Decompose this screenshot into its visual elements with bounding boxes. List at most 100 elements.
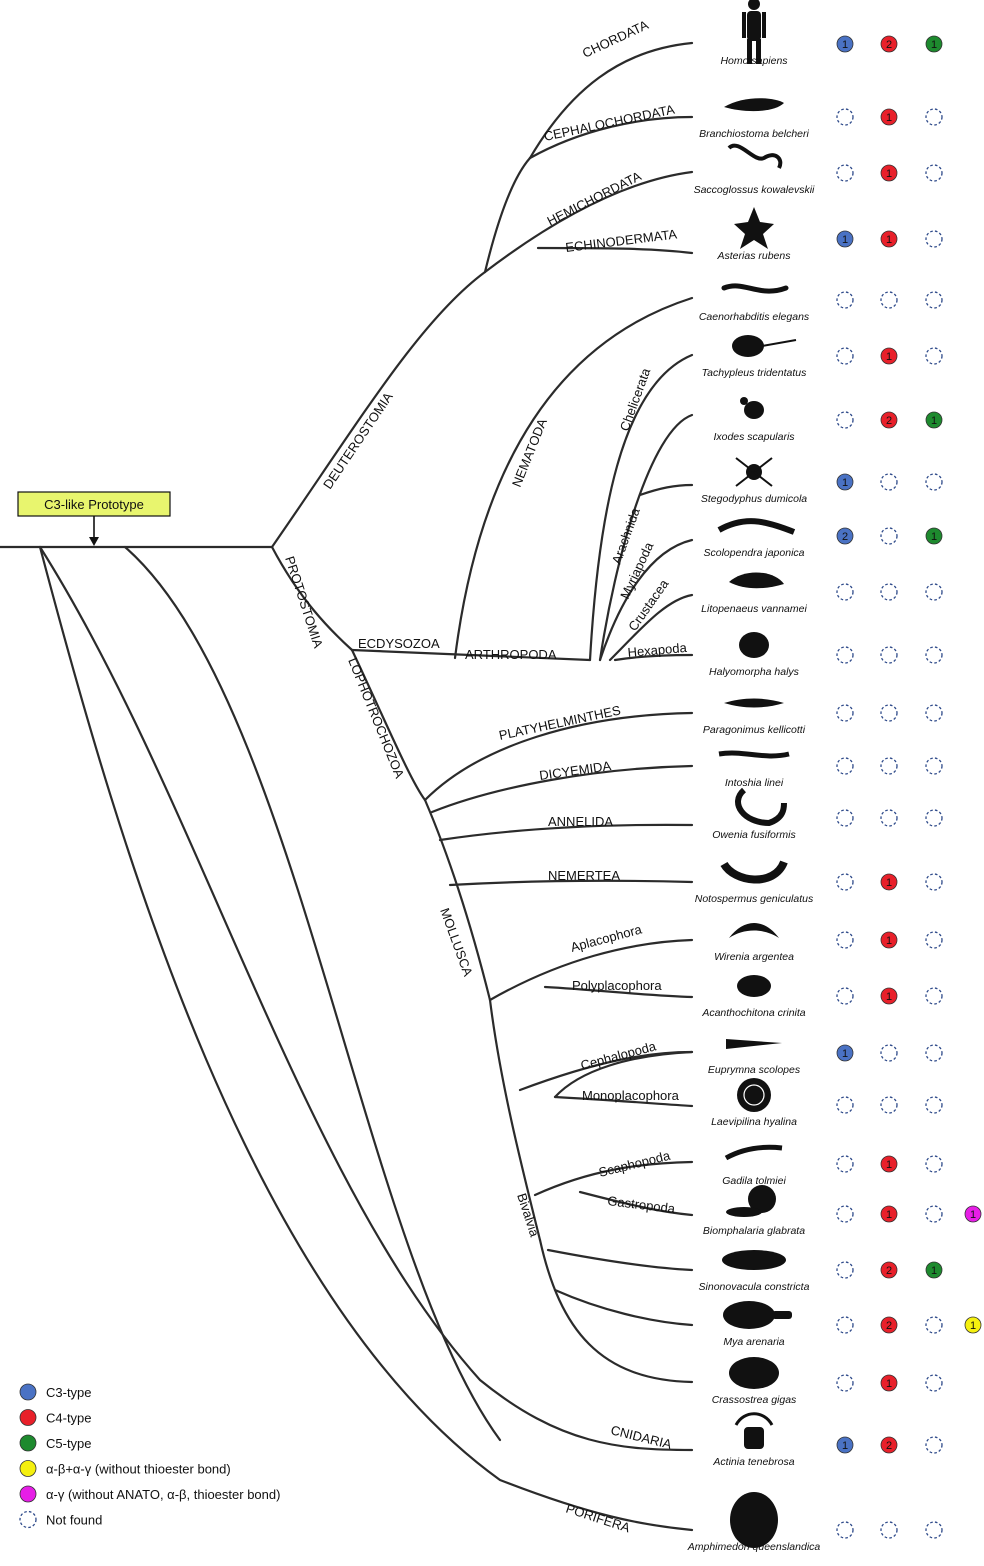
porifera-branch: [123, 545, 502, 1442]
marker-c5-row-21-value: 1: [931, 1265, 937, 1277]
deuterostomia-branch: [270, 270, 487, 549]
clade-label-polyplacophora: Polyplacophora: [572, 978, 662, 993]
organism-silhouette-1: [724, 98, 784, 112]
myriapoda-branch: [598, 538, 694, 662]
clade-label-hexapoda: Hexapoda: [627, 640, 688, 660]
legend-swatch-a-g: [19, 1485, 37, 1503]
organism-silhouette-4: [721, 283, 789, 294]
marker-c5-row-24: [925, 1436, 943, 1454]
species-name-24: Actinia tenebrosa: [712, 1456, 794, 1468]
clade-label-platyhelminthes: PLATYHELMINTHES: [498, 702, 623, 743]
clade-label-protostomia: PROTOSTOMIA: [282, 554, 326, 650]
marker-c3-row-4: [836, 291, 854, 309]
marker-c5-row-9: [925, 583, 943, 601]
species-name-3: Asterias rubens: [717, 250, 792, 262]
species-name-12: Intoshia linei: [725, 777, 784, 789]
species-name-17: Euprymna scolopes: [708, 1064, 801, 1076]
marker-c3-row-20: [836, 1205, 854, 1223]
species-name-19: Gadila tolmiei: [722, 1175, 786, 1187]
mollusca-lower: [488, 998, 542, 1242]
organism-silhouette-23: [729, 1357, 779, 1389]
species-name-18: Laevipilina hyalina: [711, 1116, 797, 1128]
organism-silhouette-0: [742, 0, 766, 64]
marker-c5-row-18: [925, 1096, 943, 1114]
marker-c4-row-4: [880, 291, 898, 309]
marker-c4-row-1-value: 1: [886, 112, 892, 124]
marker-c5-row-25: [925, 1521, 943, 1539]
marker-c4-row-22-value: 2: [886, 1320, 892, 1332]
legend-swatch-c3: [19, 1383, 37, 1401]
marker-c3-row-21: [836, 1261, 854, 1279]
marker-c5-row-16: [925, 987, 943, 1005]
monoplacophora-branch: [553, 1095, 694, 1108]
species-name-2: Saccoglossus kowalevskii: [694, 184, 815, 196]
prototype-box: [17, 491, 171, 517]
species-name-20: Biomphalaria glabrata: [703, 1225, 805, 1237]
ecdysozoa-branch: [350, 648, 592, 662]
species-name-16: Acanthochitona crinita: [701, 1007, 805, 1019]
marker-c4-row-2-value: 1: [886, 168, 892, 180]
mollusca-branch: [423, 798, 492, 1002]
porifera-tip: [38, 545, 694, 1532]
deut-to-chordata: [483, 156, 532, 274]
marker-c4-row-23-value: 1: [886, 1378, 892, 1390]
organism-silhouette-2: [727, 143, 783, 169]
marker-c3-row-10: [836, 646, 854, 664]
marker-c5-row-2: [925, 164, 943, 182]
marker-c4-row-19: [880, 1155, 898, 1173]
organism-silhouette-16: [737, 975, 771, 997]
marker-c3-row-19: [836, 1155, 854, 1173]
marker-c4-row-16: [880, 987, 898, 1005]
species-name-10: Halyomorpha halys: [709, 666, 800, 678]
marker-c4-row-18: [880, 1096, 898, 1114]
marker-c4-row-15-value: 1: [886, 935, 892, 947]
marker-c5-row-21: [925, 1261, 943, 1279]
species-name-14: Notospermus geniculatus: [695, 893, 814, 905]
lophotrochozoa-branch: [350, 648, 427, 802]
clade-label-hemichordata: HEMICHORDATA: [545, 168, 644, 229]
species-name-15: Wirenia argentea: [714, 951, 794, 963]
clade-label-nemertea: NEMERTEA: [548, 868, 620, 883]
marker-c3-row-11: [836, 704, 854, 722]
marker-c3-row-23: [836, 1374, 854, 1392]
legend-label-nf: Not found: [46, 1513, 102, 1528]
clade-label-cephalochordata: CEPHALOCHORDATA: [543, 102, 677, 144]
marker-extra-row-20: [964, 1205, 982, 1223]
marker-c5-row-15: [925, 931, 943, 949]
arthropoda-to-tachypleus: [588, 353, 694, 662]
organism-silhouettes: [717, 0, 797, 1548]
marker-c4-row-19-value: 1: [886, 1159, 892, 1171]
marker-c4-row-21: [880, 1261, 898, 1279]
marker-c5-row-1: [925, 108, 943, 126]
marker-c3-row-8-value: 2: [842, 531, 848, 543]
species-name-1: Branchiostoma belcheri: [699, 128, 809, 140]
species-name-23: Crassostrea gigas: [712, 1394, 797, 1406]
marker-c4-row-2: [880, 164, 898, 182]
marker-c5-row-23: [925, 1374, 943, 1392]
clade-label-annelida: ANNELIDA: [548, 814, 613, 829]
marker-c4-row-23: [880, 1374, 898, 1392]
species-name-6: Ixodes scapularis: [713, 431, 795, 443]
crustacea-branch: [608, 593, 694, 662]
organism-silhouette-3: [734, 207, 774, 249]
marker-c4-row-0-value: 2: [886, 39, 892, 51]
marker-c5-row-12: [925, 757, 943, 775]
organism-silhouette-21: [722, 1250, 786, 1270]
chordata-branch: [528, 41, 694, 160]
marker-c5-row-14: [925, 873, 943, 891]
marker-c3-row-1: [836, 108, 854, 126]
marker-c4-row-1: [880, 108, 898, 126]
marker-extra-row-20-value: 1: [970, 1209, 976, 1221]
organism-silhouette-6: [740, 397, 764, 419]
marker-c4-row-5-value: 1: [886, 351, 892, 363]
species-name-13: Owenia fusiformis: [712, 829, 796, 841]
marker-c4-row-13: [880, 809, 898, 827]
organism-silhouette-24: [734, 1412, 774, 1449]
marker-c5-row-3: [925, 230, 943, 248]
legend-label-c5: C5-type: [46, 1436, 92, 1451]
marker-c3-row-3-value: 1: [842, 234, 848, 246]
organism-silhouette-7: [735, 457, 773, 487]
